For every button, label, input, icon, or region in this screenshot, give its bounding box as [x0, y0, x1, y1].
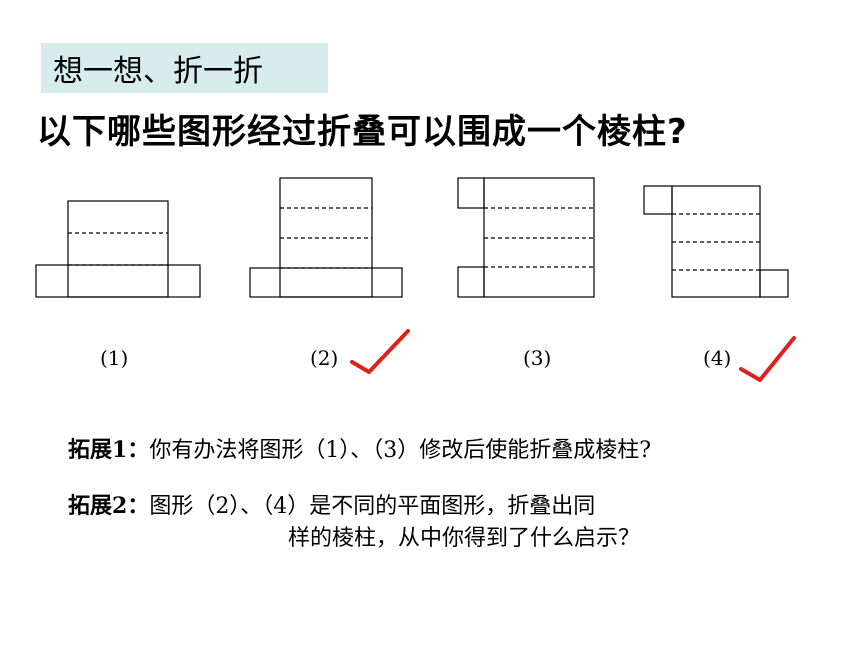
extension-1-text: 你有办法将图形（1）、（3）修改后使能折叠成棱柱? [149, 438, 652, 463]
net-figure-4 [643, 185, 789, 298]
section-title: 想一想、折一折 [41, 43, 328, 93]
net-figure-3 [457, 177, 595, 298]
extension-1: 拓展1：你有办法将图形（1）、（3）修改后使能折叠成棱柱? [68, 432, 651, 464]
section-title-text: 想一想、折一折 [53, 54, 263, 89]
fig2-bottom-row [249, 267, 403, 298]
extension-2: 拓展2：图形（2）、（4）是不同的平面图形，折叠出同 [68, 488, 595, 520]
extension-2-continuation: 样的棱柱，从中你得到了什么启示？ [288, 526, 641, 551]
question-text: 以下哪些图形经过折叠可以围成一个棱柱? [37, 112, 688, 152]
fig3-bottom-flap [457, 266, 485, 298]
extension-1-prefix: 拓展1： [68, 437, 150, 463]
check-mark-icon [350, 329, 410, 374]
net-figure-1 [35, 200, 201, 298]
figure-label-2: (2) [310, 346, 339, 370]
extension-2-text: 图形（2）、（4）是不同的平面图形，折叠出同 [149, 494, 596, 519]
figure-label-4: (4) [703, 346, 732, 370]
extension-2-prefix: 拓展2： [68, 493, 150, 519]
fig1-center-column [67, 200, 169, 298]
fig1-bottom-row [35, 264, 201, 298]
net-figure-2 [249, 177, 403, 298]
check-mark-icon [739, 336, 796, 382]
figure-label-1: (1) [100, 346, 129, 370]
fig3-top-flap [457, 177, 485, 209]
figure-label-3: (3) [523, 346, 552, 370]
fig4-top-flap [643, 185, 673, 215]
fig4-bottom-flap [759, 269, 789, 298]
